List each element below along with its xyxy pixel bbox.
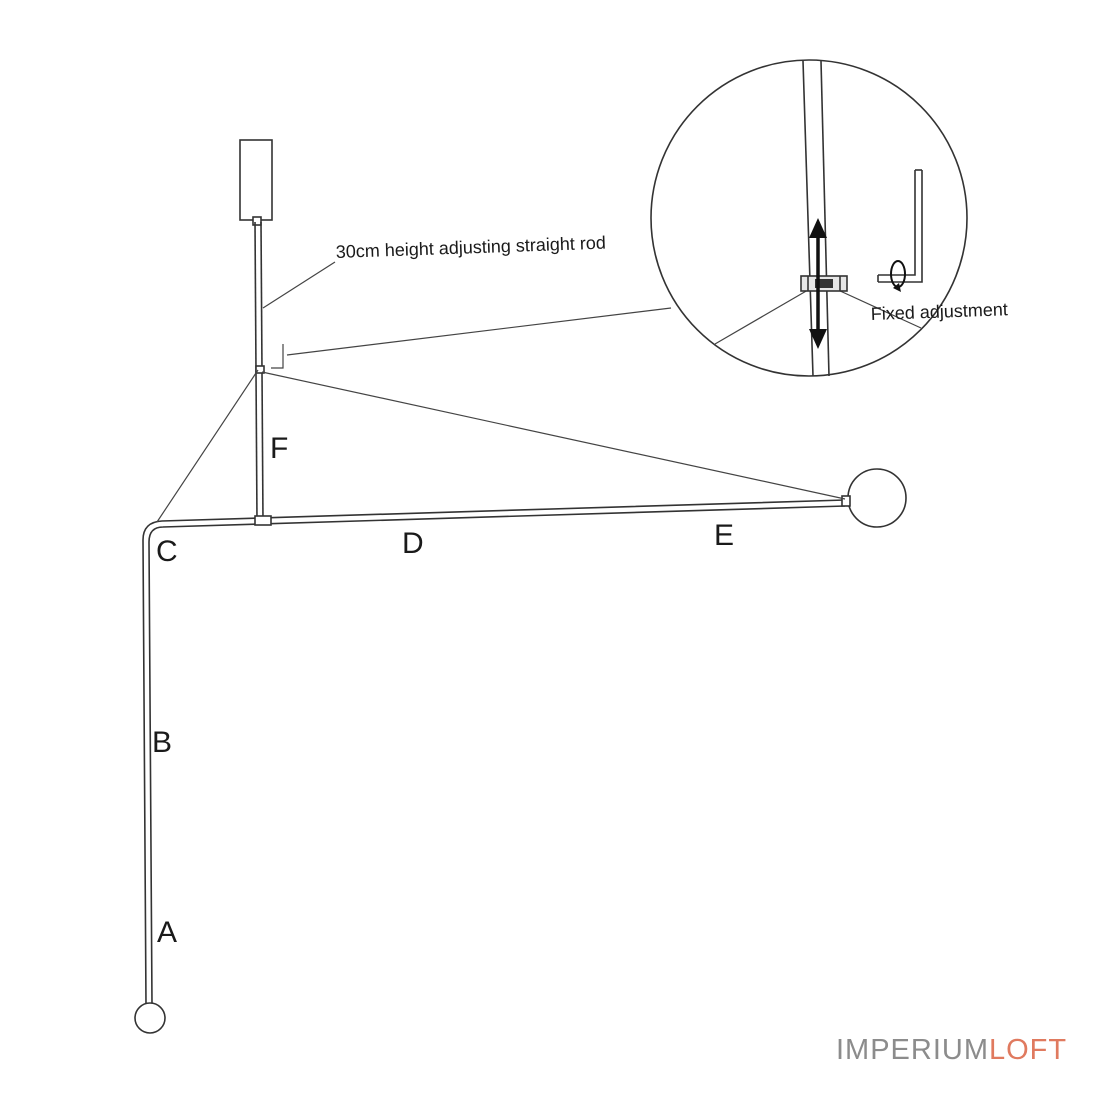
rod-callout-label: 30cm height adjusting straight rod bbox=[335, 233, 606, 262]
bottom-globe bbox=[134, 1002, 166, 1034]
watermark-part1: IMPERIUM bbox=[836, 1034, 989, 1066]
wall-mount-connector bbox=[252, 216, 262, 226]
suspension-cable-left bbox=[156, 369, 259, 523]
detail-magnifier bbox=[650, 59, 968, 377]
part-label-a: A bbox=[157, 916, 177, 949]
adjust-callout-label: Fixed adjustment bbox=[870, 299, 1008, 324]
main-arm bbox=[142, 499, 846, 1006]
part-label-c: C bbox=[156, 535, 178, 568]
watermark-logo: IMPERIUMLOFT bbox=[836, 1034, 1067, 1067]
part-label-d: D bbox=[402, 527, 424, 560]
watermark-part2: LOFT bbox=[989, 1034, 1068, 1066]
hex-key-small bbox=[271, 344, 284, 369]
wall-mount-plate bbox=[239, 139, 273, 221]
part-label-e: E bbox=[714, 519, 734, 552]
rod-callout-leader bbox=[262, 261, 336, 309]
end-globe bbox=[847, 468, 907, 528]
adjust-direction-arrow bbox=[809, 218, 827, 349]
rotate-icon bbox=[890, 260, 906, 292]
part-label-b: B bbox=[152, 726, 172, 759]
detail-leader bbox=[286, 307, 672, 356]
f-d-connector bbox=[254, 515, 272, 526]
end-globe-socket bbox=[841, 495, 851, 507]
suspension-cable-right bbox=[261, 371, 846, 500]
rod-joint bbox=[255, 365, 265, 374]
part-label-f: F bbox=[270, 432, 288, 465]
